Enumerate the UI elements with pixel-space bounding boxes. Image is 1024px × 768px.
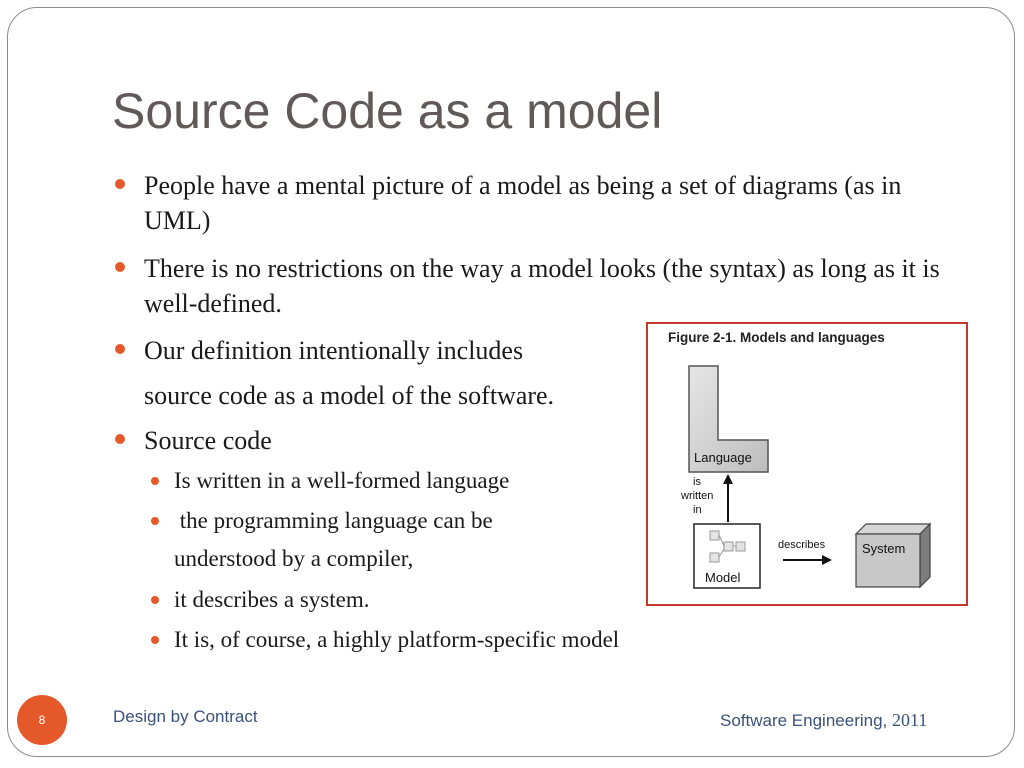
- describes-arrowhead: [822, 555, 832, 565]
- system-box-side: [919, 522, 931, 589]
- figure-title: Figure 2-1. Models and languages: [668, 330, 885, 345]
- system-box-front: [855, 533, 921, 588]
- footer-course-topic: Design by Contract: [113, 707, 258, 726]
- figure-models-and-languages: Figure 2-1. Models and languages: [646, 322, 968, 606]
- slide-title: Source Code as a model: [112, 83, 663, 139]
- language-shape: [688, 365, 769, 473]
- bullet-mental-picture: People have a mental picture of a model …: [144, 171, 902, 235]
- footer-course-name: Software Engineering,: [720, 711, 888, 730]
- system-box-top: [854, 523, 932, 535]
- sub-bullet-dot: [151, 477, 159, 485]
- bullet-source-code: Source code: [144, 426, 272, 455]
- sub-bullet-programming-language-line1: the programming language can be: [174, 508, 493, 533]
- written-label: written: [681, 490, 714, 502]
- sub-bullet-dot: [151, 517, 159, 525]
- footer-year: 2011: [892, 710, 928, 730]
- model-label: Model: [705, 570, 741, 585]
- sub-bullet-programming-language-line2: understood by a compiler,: [174, 546, 414, 571]
- figure-diagram: [688, 365, 932, 589]
- is-label: is: [693, 476, 701, 488]
- sub-bullet-dot: [151, 596, 159, 604]
- system-label: System: [862, 541, 906, 556]
- language-label: Language: [694, 450, 752, 465]
- model-box: [693, 523, 761, 589]
- describes-label: describes: [778, 539, 826, 551]
- page-number-badge: 8: [17, 695, 67, 745]
- sub-bullet-platform-specific: It is, of course, a highly platform-spec…: [174, 627, 620, 652]
- bullet-dot: [115, 179, 125, 189]
- class-diagram-icon: [709, 530, 746, 563]
- sub-bullet-describes-system: it describes a system.: [174, 587, 370, 612]
- footer-course-title: Software Engineering, 2011: [720, 710, 927, 731]
- sub-bullet-dot: [151, 636, 159, 644]
- bullet-dot: [115, 344, 125, 354]
- bullet-no-restrictions: There is no restrictions on the way a mo…: [144, 254, 940, 318]
- bullet-definition-line2: source code as a model of the software.: [144, 381, 555, 410]
- bullet-dot: [115, 262, 125, 272]
- in-label: in: [693, 504, 702, 516]
- sub-bullet-well-formed: Is written in a well-formed language: [174, 468, 510, 493]
- bullet-definition-line1: Our definition intentionally includes: [144, 336, 524, 365]
- is-written-in-arrowhead: [723, 474, 733, 484]
- bullet-dot: [115, 434, 125, 444]
